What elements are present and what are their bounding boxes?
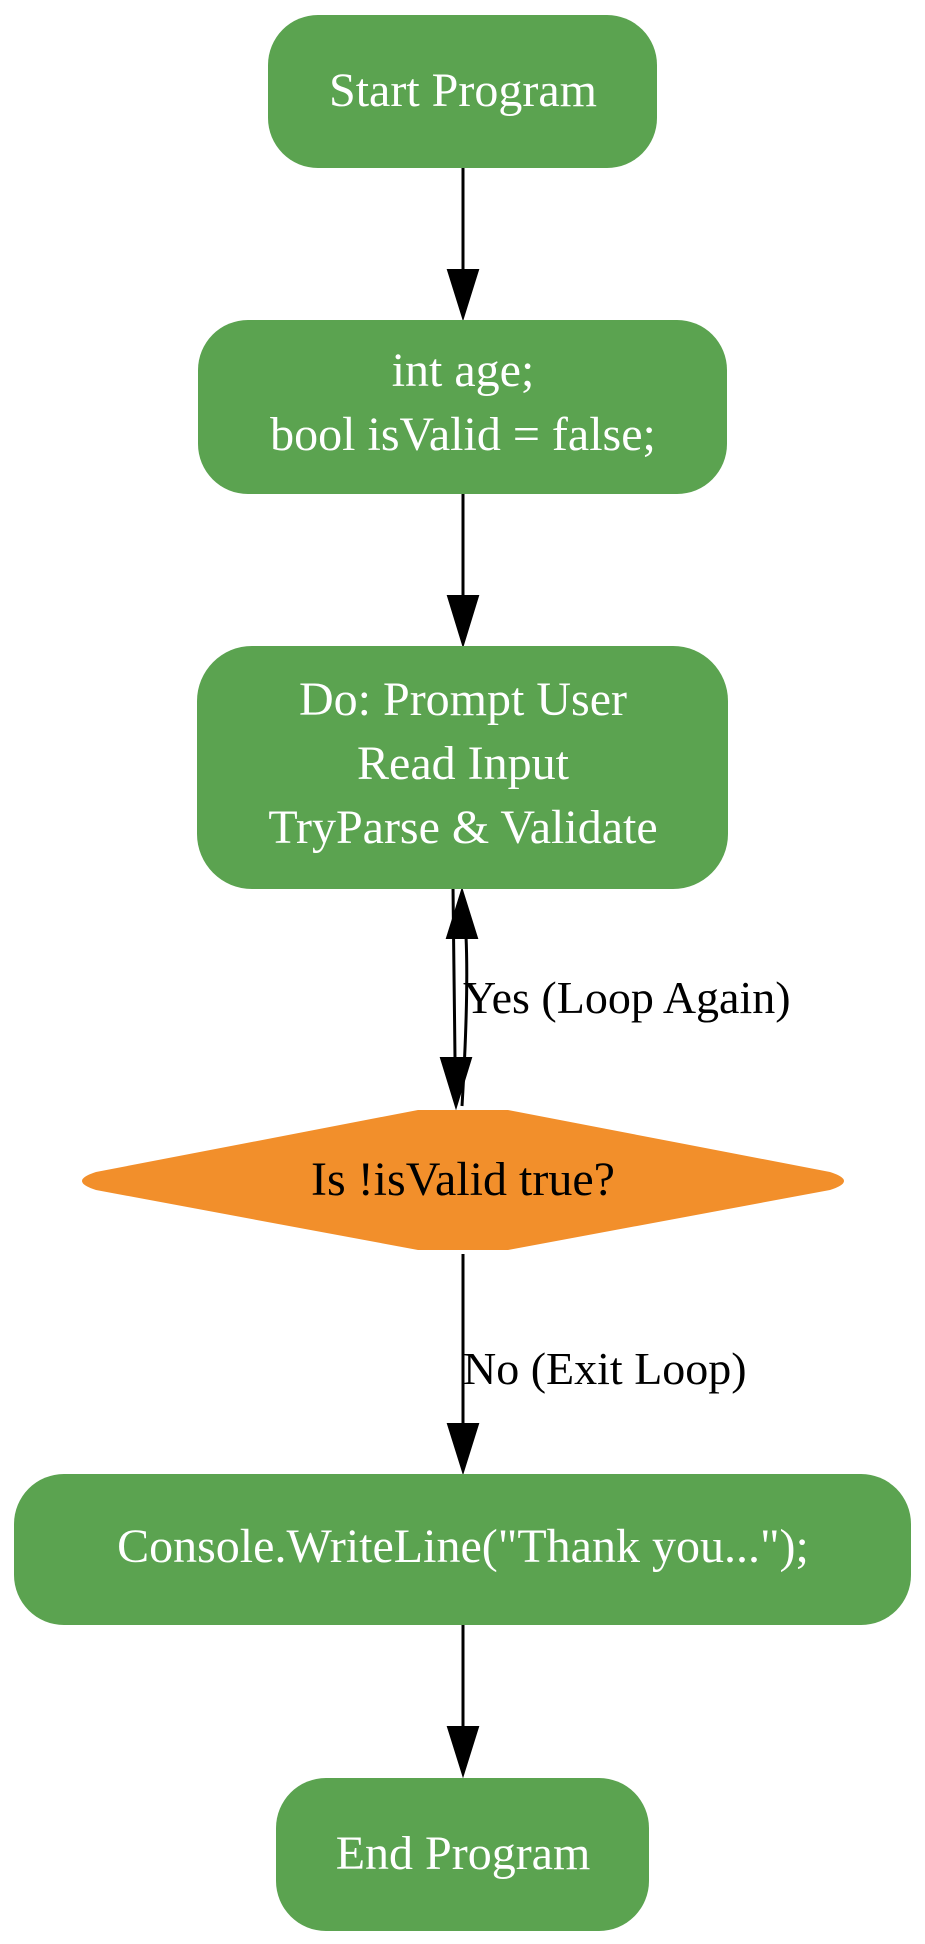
arrow-head [445, 886, 479, 939]
arrow-head [439, 1057, 473, 1111]
edge-thank-you-to-end [446, 1625, 480, 1779]
label-line: Is !isValid true? [311, 1153, 615, 1206]
label-line: Console.WriteLine("Thank you..."); [117, 1520, 809, 1573]
arrow-head [446, 269, 480, 322]
arrow-head [446, 1423, 480, 1476]
label-line: int age; [392, 344, 535, 397]
label-line: TryParse & Validate [268, 801, 657, 854]
node-decision: Is !isValid true? [82, 1110, 844, 1250]
node-decision-shape [82, 1110, 844, 1250]
edge-declare-to-do [446, 494, 480, 649]
label-line: bool isValid = false; [270, 408, 656, 461]
arrow-head [446, 595, 480, 649]
label-line: End Program [336, 1827, 591, 1880]
node-declare: int age; bool isValid = false; [198, 320, 727, 494]
label-line: Read Input [357, 737, 570, 790]
node-thank-you-label: Console.WriteLine("Thank you..."); [117, 1520, 809, 1573]
node-declare-shape [198, 320, 727, 494]
node-thank-you-shape [14, 1474, 911, 1625]
node-end: End Program [276, 1778, 649, 1931]
edge-start-to-declare [446, 168, 480, 322]
node-do-block-shape [197, 646, 728, 889]
edge-label-yes: Yes (Loop Again) [463, 972, 791, 1023]
arrow-head [446, 1726, 480, 1779]
node-decision-label: Is !isValid true? [311, 1153, 615, 1206]
node-declare-label: int age; bool isValid = false; [270, 344, 656, 461]
node-end-label: End Program [336, 1827, 591, 1880]
node-start-label: Start Program [329, 64, 597, 117]
edge-label-no: No (Exit Loop) [463, 1343, 747, 1394]
node-start: Start Program [268, 15, 657, 168]
label-line: Do: Prompt User [299, 673, 627, 726]
edge-decision-to-thank-you [446, 1254, 480, 1476]
node-start-shape [268, 15, 657, 168]
node-thank-you: Console.WriteLine("Thank you..."); [14, 1474, 911, 1625]
edge-decision-loop-back [445, 886, 479, 1107]
label-line: Start Program [329, 64, 597, 117]
node-end-shape [276, 1778, 649, 1931]
